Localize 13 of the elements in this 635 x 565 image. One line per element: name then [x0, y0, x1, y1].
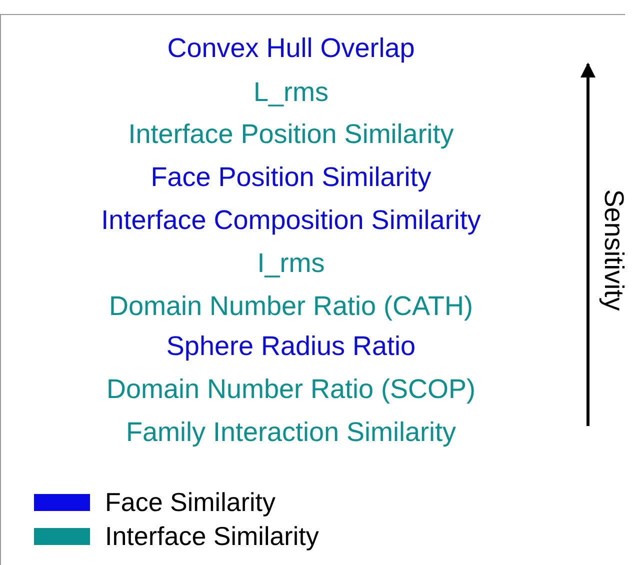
legend-label: Interface Similarity — [105, 520, 319, 552]
legend-label: Face Similarity — [105, 486, 276, 518]
metric-label: L_rms — [254, 76, 328, 108]
axis-label: Sensitivity — [598, 189, 630, 311]
metric-label: I_rms — [257, 247, 325, 279]
metric-label: Family Interaction Similarity — [126, 416, 456, 448]
metric-label: Convex Hull Overlap — [167, 32, 415, 64]
metric-label: Sphere Radius Ratio — [166, 330, 416, 362]
metric-label: Domain Number Ratio (SCOP) — [106, 373, 476, 405]
metric-label: Face Position Similarity — [150, 161, 432, 193]
metric-label: Domain Number Ratio (CATH) — [108, 290, 474, 322]
metric-label: Interface Composition Similarity — [101, 204, 481, 236]
metric-label: Interface Position Similarity — [128, 118, 454, 150]
